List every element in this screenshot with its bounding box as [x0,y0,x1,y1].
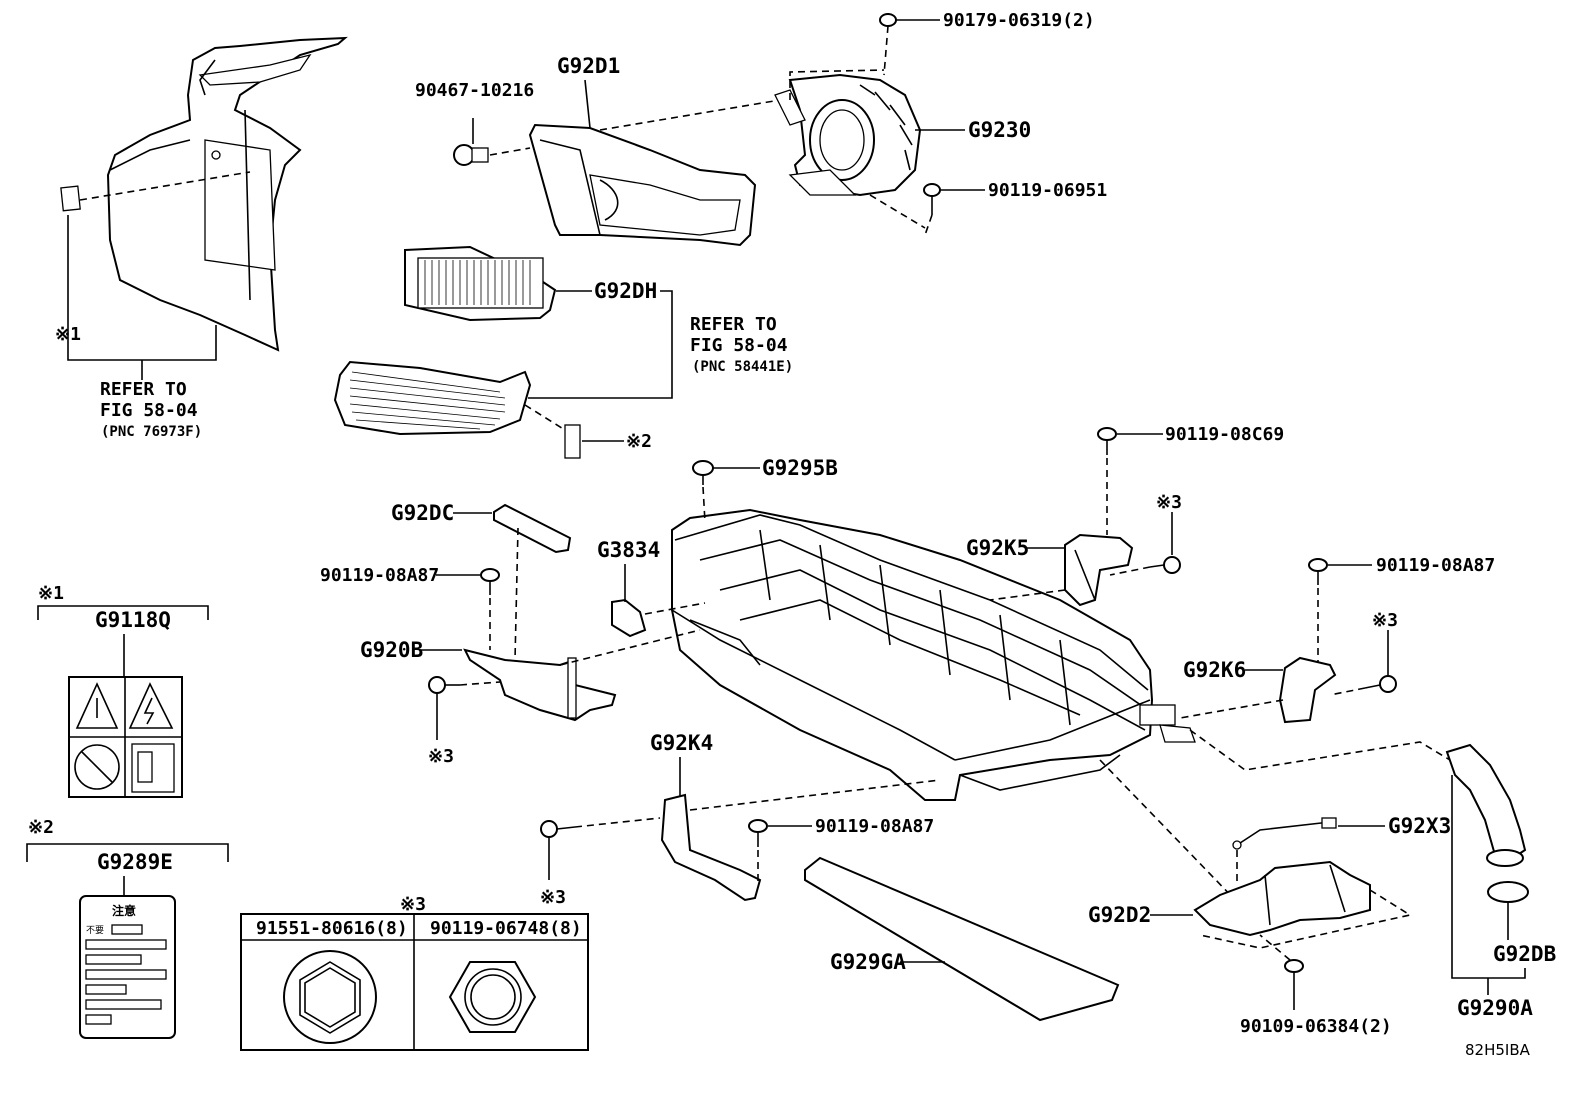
label-g92k6: G92K6 [1183,658,1246,682]
bracket-g92k6 [1278,656,1337,724]
pnc-b: (PNC 76973F) [101,424,202,440]
box-note3: ※3 91551-80616(8) 90119-06748(8) [240,894,589,1051]
wire-g92x3 [1232,817,1337,850]
bolt-90119-06951 [923,183,941,215]
box2-note: ※2 [28,817,54,838]
filter-g92dh [404,245,557,322]
label-g929ga: G929GA [830,950,906,974]
grommet-g92db [1487,881,1529,903]
label-g92k4: G92K4 [650,731,713,755]
label-90119-08a87-b: 90119-08A87 [1376,555,1495,576]
fig-a: FIG 58-04 [690,335,788,356]
bolt-90119-08a87-a [480,568,500,595]
bolt-90119-08c69 [1097,427,1117,455]
nut-hex-icon [283,950,377,1044]
bracket-g92k5 [1064,533,1134,607]
label-sticker-1 [60,185,81,212]
pnc-a: (PNC 58441E) [692,359,793,375]
label-g92d1: G92D1 [557,54,620,78]
label-g920b: G920B [360,638,423,662]
label-90467: 90467-10216 [415,80,534,101]
caution-title: 注意 [112,903,136,918]
note3-b: ※3 [1372,610,1398,631]
bolt-note3-b [1364,675,1397,693]
note2-side: ※2 [626,431,652,452]
clip-g9295b [692,460,714,485]
box-note1: ※1 G9118Q [37,583,209,798]
label-g9295b: G9295B [762,456,838,480]
fan-g9230 [774,73,922,197]
label-g92d2: G92D2 [1088,903,1151,927]
diagram-code: 82H5IBA [1465,1041,1531,1059]
refer-to-b: REFER TO [100,379,187,400]
caution-line1: 不要 [86,925,104,936]
label-sticker-2 [564,424,581,459]
box3-note: ※3 [400,894,426,915]
bolt-90119-08a87-b [1308,558,1328,585]
box3-col2: 90119-06748(8) [430,918,582,939]
refer-to-a: REFER TO [690,314,777,335]
label-g92dh: G92DH [594,279,657,303]
label-90119-08a87-a: 90119-08A87 [320,565,439,586]
box2-part: G9289E [97,850,173,874]
nut-90179 [879,13,897,27]
duct-g92d2 [1193,860,1371,937]
note3-d: ※3 [540,887,566,908]
label-g3834: G3834 [597,538,660,562]
label-g92k5: G92K5 [966,536,1029,560]
label-g9230: G9230 [968,118,1031,142]
duct-panel-drawing [106,36,348,352]
box1-part: G9118Q [95,608,171,632]
battery-assembly [671,508,1196,801]
plate-g929ga [804,856,1120,1022]
box-note2: ※2 G9289E 注意 不要 [26,817,229,1039]
label-g92x3: G92X3 [1388,814,1451,838]
duct-g92d1 [528,123,757,247]
label-g92dc: G92DC [391,501,454,525]
label-90109: 90109-06384(2) [1240,1016,1392,1037]
label-90119-08c69: 90119-08C69 [1165,424,1284,445]
note3-c: ※3 [428,746,454,767]
high-voltage-icon [128,682,174,729]
label-g92db: G92DB [1493,942,1556,966]
bolt-90119-08a87-c [748,819,768,847]
label-90119-06951: 90119-06951 [988,180,1107,201]
warning-icon [75,682,119,729]
box1-note: ※1 [38,583,64,604]
bracket-g3834 [611,598,647,638]
instruction-icon [131,743,175,793]
bracket-g92k4 [660,793,762,902]
foam-g92dc [493,503,572,554]
label-90179: 90179-06319(2) [943,10,1095,31]
label-g9290a: G9290A [1457,996,1533,1020]
filter-lower [333,360,532,436]
bolt-90467 [453,118,489,166]
label-90119-08a87-c: 90119-08A87 [815,816,934,837]
note3-a: ※3 [1156,492,1182,513]
bolt-note3-c [428,676,460,694]
prohibition-icon [74,744,120,790]
bolt-note3-a [1149,556,1181,574]
duct-g9290a [1445,743,1529,903]
box3-col1: 91551-80616(8) [256,918,408,939]
bolt-note3-d [540,820,576,838]
bolt-90109 [1284,959,1304,985]
fig-b: FIG 58-04 [100,400,198,421]
bracket-g920b [463,648,617,722]
